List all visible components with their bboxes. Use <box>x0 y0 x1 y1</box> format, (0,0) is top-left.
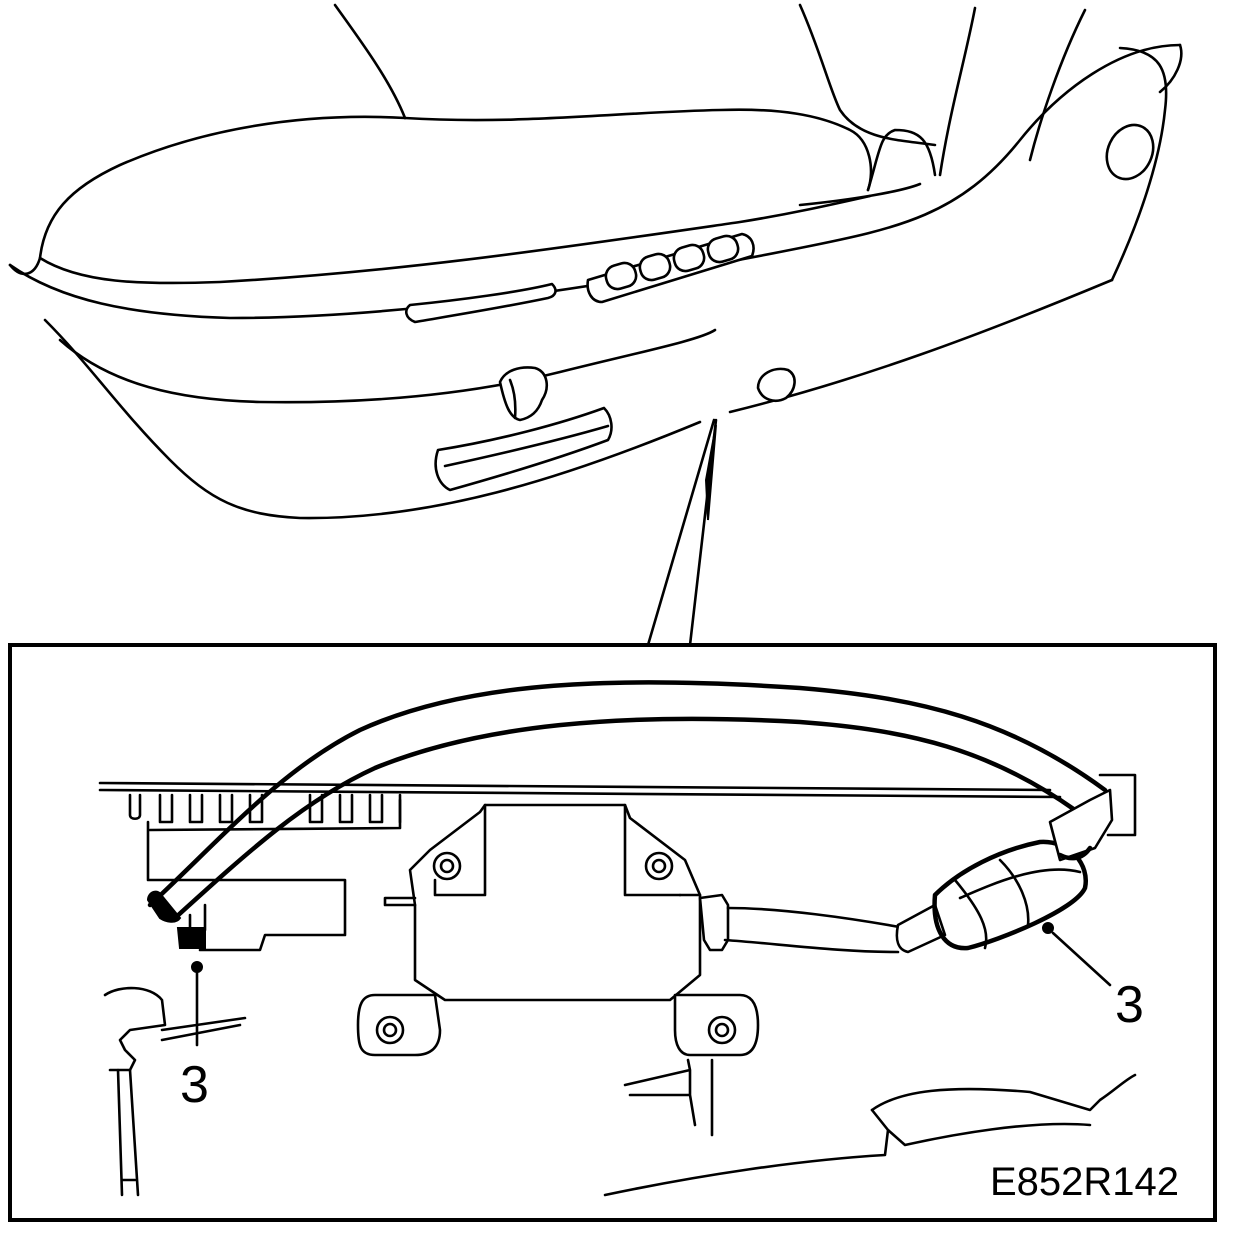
floor-rail-left <box>103 986 167 1072</box>
frame-bracket <box>146 820 347 952</box>
connector-right <box>895 773 1137 954</box>
figure-id: E852R142 <box>990 1160 1179 1204</box>
seat-cushion-top <box>403 108 873 192</box>
connector-left <box>176 927 206 949</box>
floor-trim-right <box>870 1073 1137 1112</box>
side-slot <box>405 282 557 324</box>
seat-cushion-front <box>8 115 407 276</box>
callout-label-left: 3 <box>180 1056 209 1114</box>
callout-dot-right <box>1042 922 1054 934</box>
seat-rail-cover <box>798 182 922 207</box>
harness-tube-inner <box>172 716 1078 921</box>
side-panel-crease <box>58 328 717 404</box>
detail-view <box>98 680 1137 1197</box>
switch-button-1 <box>604 261 638 291</box>
harness-tube-outer <box>147 680 1108 908</box>
module-bolt-bl <box>375 1015 405 1045</box>
module-bolt-tr <box>644 851 674 881</box>
detail-leader-left <box>646 418 716 647</box>
callout-label-right: 3 <box>1115 976 1144 1034</box>
rear-bolster <box>1158 43 1183 94</box>
detail-frame <box>8 643 1217 1222</box>
backrest-lower-trim <box>866 128 937 192</box>
floor-bracket <box>623 1058 714 1137</box>
tube-end-cap <box>146 890 182 923</box>
backrest-outline-right <box>938 6 977 177</box>
control-module <box>356 803 760 1057</box>
seat-frame-rail <box>98 781 1052 792</box>
callout-dot-left <box>191 961 203 973</box>
backrest-outline-left <box>333 3 407 120</box>
recliner-knob-hole <box>1105 123 1155 181</box>
module-bolt-tl <box>432 851 462 881</box>
seat-adjust-knob <box>498 366 549 422</box>
module-bolt-br <box>707 1015 737 1045</box>
frame-teeth <box>128 793 402 824</box>
backrest-outline-mid <box>798 3 937 147</box>
side-panel-lower-edge <box>43 318 702 520</box>
seat-switch-block <box>586 232 755 304</box>
switch-button-4 <box>706 234 740 264</box>
rear-hinge-cover <box>1110 46 1168 282</box>
module-cable-top <box>726 906 907 930</box>
seat-cushion-edge <box>38 194 872 285</box>
switch-button-2 <box>638 252 672 282</box>
module-connector-lug <box>698 893 730 952</box>
backrest-outline-far <box>1028 8 1087 162</box>
detail-leader-fill <box>704 424 717 521</box>
callout-leader-right <box>1051 931 1112 987</box>
module-cable-bottom <box>723 938 900 954</box>
switch-button-3 <box>672 243 706 273</box>
trim-screw-cap <box>756 367 796 402</box>
seat-overview <box>8 3 1183 647</box>
